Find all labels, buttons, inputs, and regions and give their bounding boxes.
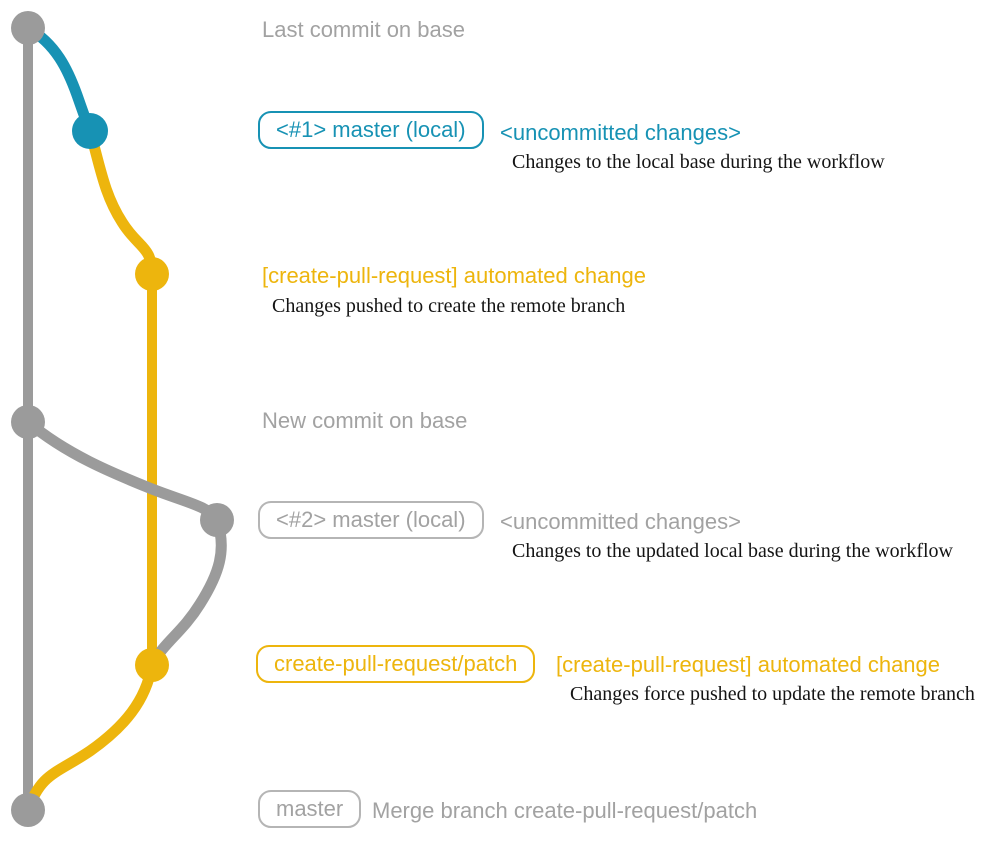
commit-dot-remote-patch-1 <box>135 257 169 291</box>
automated-change-heading-1: [create-pull-request] automated change <box>262 263 647 288</box>
merge-curve <box>22 659 158 816</box>
local-change-curve-1 <box>22 22 96 137</box>
badge-master-local-1: <#1> master (local) <box>258 111 484 149</box>
uncommitted-changes-heading-2: <uncommitted changes> <box>500 509 741 534</box>
merge-branch-label: Merge branch create-pull-request/patch <box>372 798 758 823</box>
rebase-curve-in <box>146 514 227 671</box>
patch-branch-create-curve <box>84 125 158 280</box>
badge-master: master <box>258 790 362 828</box>
automated-change-heading-2: [create-pull-request] automated change <box>556 652 941 677</box>
commit-dot-local-master-1 <box>72 113 108 149</box>
commit-dot-merge <box>11 793 45 827</box>
badge-patch-branch: create-pull-request/patch <box>256 645 536 683</box>
uncommitted-changes-note-1: Changes to the local base during the wor… <box>512 151 885 173</box>
automated-change-note-1: Changes pushed to create the remote bran… <box>272 295 626 317</box>
commit-dot-remote-patch-2 <box>135 648 169 682</box>
git-graph <box>11 11 234 827</box>
commit-dot-local-master-2 <box>200 503 234 537</box>
automated-change-note-2: Changes force pushed to update the remot… <box>570 683 975 705</box>
commit-dot-new-base <box>11 405 45 439</box>
uncommitted-changes-heading-1: <uncommitted changes> <box>500 120 741 145</box>
last-commit-label: Last commit on base <box>262 17 465 42</box>
new-commit-label: New commit on base <box>262 408 468 433</box>
commit-dot-last-base <box>11 11 45 45</box>
uncommitted-changes-note-2: Changes to the updated local base during… <box>512 540 953 562</box>
badge-master-local-2: <#2> master (local) <box>258 501 484 539</box>
rebase-curve-out <box>22 416 223 526</box>
